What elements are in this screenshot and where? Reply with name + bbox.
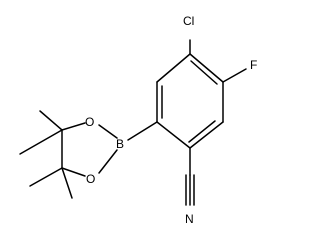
bond <box>61 122 86 131</box>
methyl-bond <box>39 110 63 131</box>
methyl-bond <box>61 167 73 199</box>
bond-to-fluorine <box>222 68 247 83</box>
boron-label: B <box>116 137 124 151</box>
bond-to-boron <box>127 121 158 141</box>
structure-diagram: Cl F B O O N <box>19 14 257 226</box>
bond <box>98 124 118 139</box>
bond-lines <box>19 39 247 206</box>
bond <box>98 149 118 174</box>
nitrogen-label: N <box>185 212 194 226</box>
fluorine-label: F <box>250 58 257 72</box>
chlorine-label: Cl <box>183 14 194 28</box>
atom-labels: Cl F B O O N <box>85 14 257 226</box>
methyl-bond <box>29 167 63 187</box>
bond <box>61 167 86 177</box>
aromatic-inner-bond <box>188 120 216 143</box>
oxygen-bottom-label: O <box>86 172 95 186</box>
methyl-bond <box>19 129 63 155</box>
oxygen-top-label: O <box>85 115 94 129</box>
bond <box>156 121 191 149</box>
aromatic-inner-bond <box>190 60 218 85</box>
bond <box>156 53 191 83</box>
bond <box>189 53 224 83</box>
bond <box>189 121 224 149</box>
